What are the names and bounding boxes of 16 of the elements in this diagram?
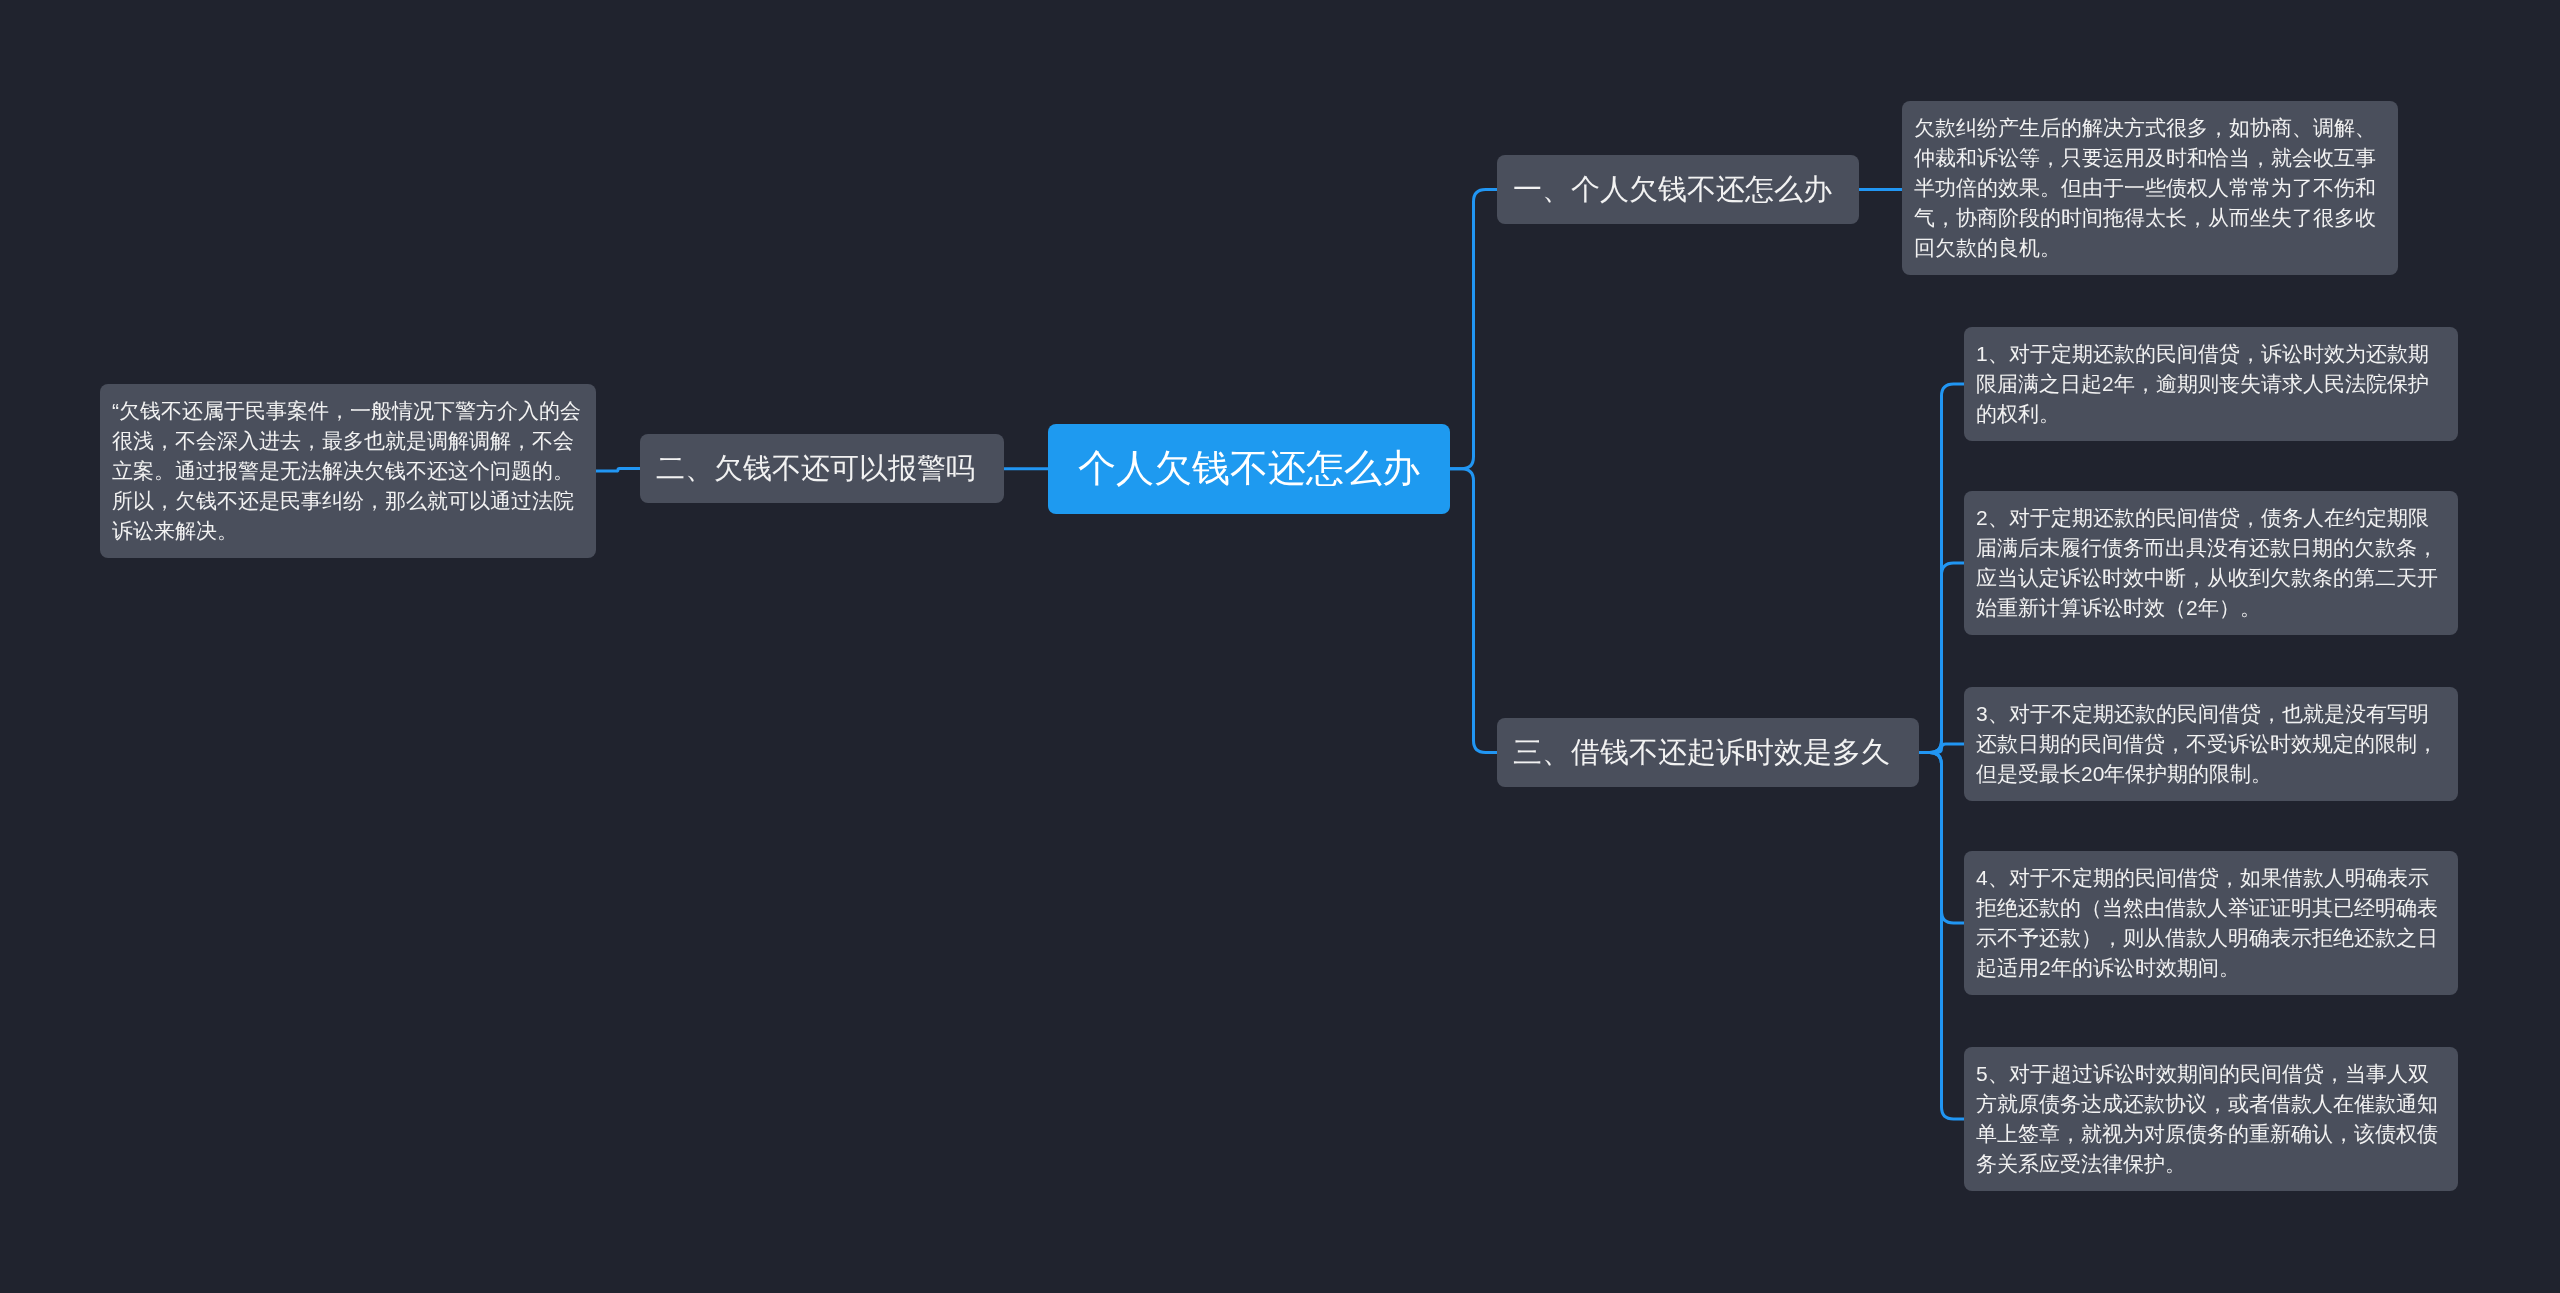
detail-box: 3、对于不定期还款的民间借贷，也就是没有写明还款日期的民间借贷，不受诉讼时效规定的限制，但是受最长20年保护期的限制。 <box>1964 687 2458 801</box>
central-topic-box: 个人欠钱不还怎么办 <box>1048 424 1450 514</box>
connector-line <box>1004 467 1048 471</box>
connector-line <box>596 466 640 473</box>
detail-box: 2、对于定期还款的民间借贷，债务人在约定期限届满后未履行债务而出具没有还款日期的欠款条，应当认定诉讼时效中断，从收到欠款条的第二天开始重新计算诉讼时效（2年）。 <box>1964 491 2458 635</box>
connector-line <box>1919 750 1964 1121</box>
detail-box: 欠款纠纷产生后的解决方式很多，如协商、调解、仲裁和诉讼等，只要运用及时和恰当，就会收互事半功倍的效果。但由于一些债权人常常为了不伤和气，协商阶段的时间拖得太长，从而坐失了很多收回欠款的良机。 <box>1902 101 2398 275</box>
detail-box: “欠钱不还属于民事案件，一般情况下警方介入的会很浅，不会深入进去，最多也就是调解调解，不会立案。通过报警是无法解决欠钱不还这个问题的。所以，欠钱不还是民事纠纷，那么就可以通过法院诉讼来解决。 <box>100 384 596 558</box>
detail-box: 1、对于定期还款的民间借贷，诉讼时效为还款期限届满之日起2年，逾期则丧失请求人民法院保护的权利。 <box>1964 327 2458 441</box>
detail-box: 5、对于超过诉讼时效期间的民间借贷，当事人双方就原债务达成还款协议，或者借款人在催款通知单上签章，就视为对原债务的重新确认，该债权债务关系应受法律保护。 <box>1964 1047 2458 1191</box>
connector-line <box>1859 187 1902 191</box>
detail-box: 4、对于不定期的民间借贷，如果借款人明确表示拒绝还款的（当然由借款人举证证明其已经明确表示不予还款），则从借款人明确表示拒绝还款之日起适用2年的诉讼时效期间。 <box>1964 851 2458 995</box>
connector-line <box>1450 467 1497 754</box>
topic-box: 三、借钱不还起诉时效是多久 <box>1497 718 1919 787</box>
topic-box: 二、欠钱不还可以报警吗 <box>640 434 1004 503</box>
topic-box: 一、个人欠钱不还怎么办 <box>1497 155 1859 224</box>
